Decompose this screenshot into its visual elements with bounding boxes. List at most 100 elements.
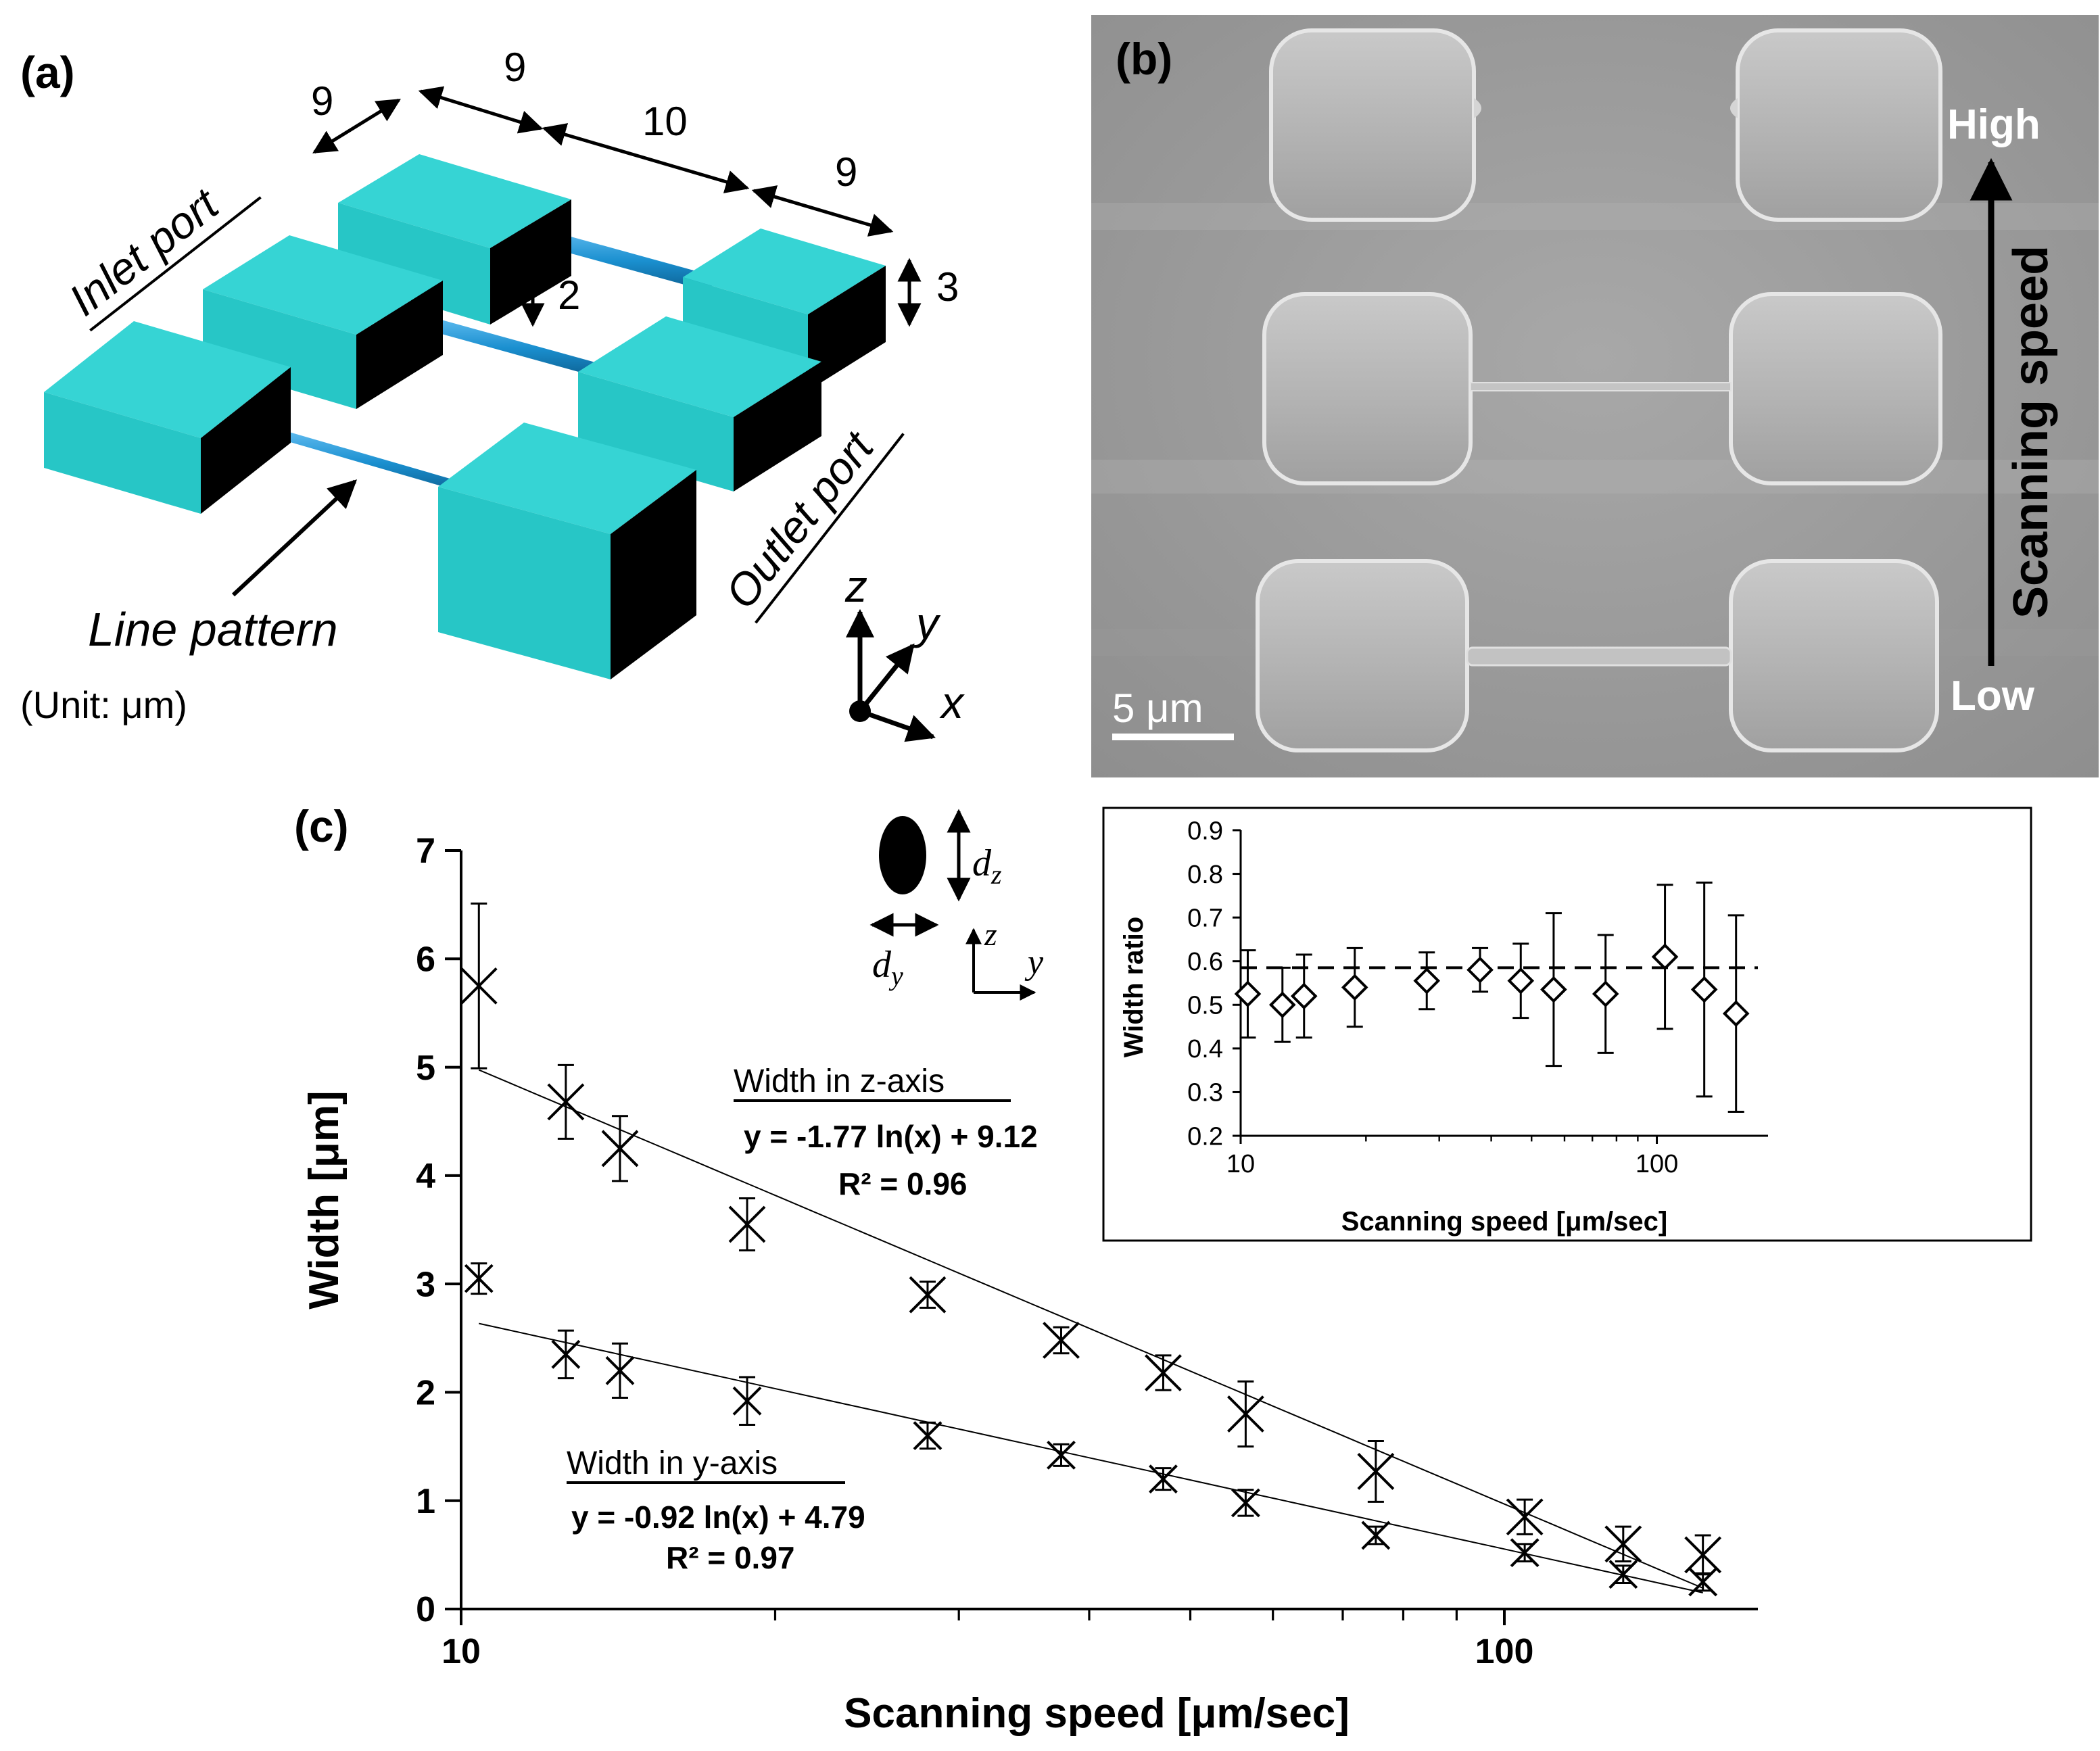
- y-width-point: [1608, 1560, 1638, 1589]
- ratio-point: [1690, 881, 1718, 1098]
- speed-high-label: High: [1947, 101, 2041, 148]
- diamond-marker: [1466, 956, 1494, 984]
- cross-section-ellipse: [879, 816, 926, 894]
- x-marker-b: [605, 1356, 635, 1385]
- dim-label-4: 9: [835, 149, 857, 195]
- ratio-point: [1234, 949, 1262, 1039]
- axis-y-label: y: [913, 598, 941, 648]
- x-marker-b: [1608, 1560, 1638, 1589]
- y-width-point: [551, 1329, 581, 1380]
- x-marker-b: [1231, 1488, 1260, 1518]
- y-tick-label: 0.7: [1187, 904, 1223, 932]
- ratio-point: [1466, 946, 1494, 993]
- main-y-axis-label: Width [μm]: [301, 1090, 348, 1309]
- x-tick-label: 10: [1226, 1150, 1255, 1178]
- panel-b-label: (b): [1116, 34, 1172, 84]
- z-width-point: [460, 903, 498, 1070]
- panel-c-label: (c): [294, 801, 349, 851]
- diamond-marker: [1268, 991, 1296, 1019]
- x-marker-b: [1149, 1464, 1178, 1494]
- y-tick-label: 0.3: [1187, 1079, 1223, 1107]
- y-fit-annotation: Width in y-axis y = -0.92 ln(x) + 4.79 R…: [567, 1445, 865, 1575]
- legend-axis-y: y: [1024, 943, 1044, 982]
- inset-y-axis-label: Width ratio: [1119, 917, 1149, 1058]
- legend-dz-sub: z: [991, 859, 1002, 890]
- y-width-point: [464, 1262, 494, 1295]
- y-width-point: [1047, 1440, 1076, 1470]
- ratio-point: [1540, 912, 1567, 1068]
- y-tick-label: 0.6: [1187, 948, 1223, 976]
- y-width-point: [732, 1376, 762, 1426]
- x-marker-b: [1357, 1453, 1395, 1490]
- ratio-point: [1290, 953, 1318, 1039]
- diamond-marker: [1540, 976, 1567, 1003]
- ratio-point: [1722, 914, 1750, 1113]
- x-marker-b: [1510, 1538, 1540, 1568]
- outlet-block-front: [438, 423, 696, 679]
- y-width-point: [913, 1421, 942, 1450]
- x-tick-label: 100: [1475, 1632, 1534, 1671]
- x-marker-b: [1688, 1567, 1718, 1597]
- inset-chart-marks: [1234, 881, 1758, 1113]
- svg-text:dz: dz: [972, 842, 1002, 890]
- y-fit-equation: y = -0.92 ln(x) + 4.79: [571, 1500, 865, 1535]
- z-width-point: [547, 1063, 585, 1140]
- dim-label-height: 3: [936, 264, 959, 310]
- z-width-point: [1684, 1534, 1722, 1576]
- y-tick-label: 4: [416, 1157, 435, 1196]
- dim-label-line: 2: [558, 272, 580, 318]
- x-marker-b: [464, 1264, 494, 1293]
- main-chart-marks: [460, 903, 1722, 1597]
- sem-line-low: [1466, 646, 1732, 667]
- z-width-point: [1226, 1380, 1264, 1448]
- ratio-point: [1341, 946, 1368, 1028]
- y-width-point: [1149, 1464, 1178, 1494]
- x-marker-b: [460, 967, 498, 1005]
- y-width-point: [1510, 1538, 1540, 1568]
- y-fit-r2: R² = 0.97: [666, 1540, 795, 1575]
- z-fit-r2: R² = 0.96: [838, 1166, 968, 1201]
- y-tick-label: 5: [416, 1049, 435, 1088]
- x-marker-b: [1604, 1525, 1642, 1563]
- y-width-point: [1688, 1567, 1718, 1597]
- y-width-point: [1231, 1488, 1260, 1518]
- x-marker-b: [909, 1276, 947, 1314]
- main-chart-axes: [460, 850, 1758, 1610]
- rod-front: [232, 416, 473, 495]
- panel-a: (a): [20, 45, 965, 742]
- y-tick-label: 0.4: [1187, 1035, 1223, 1063]
- unit-label: (Unit: μm): [20, 683, 187, 726]
- diamond-marker: [1690, 976, 1718, 1003]
- panel-a-label: (a): [20, 47, 75, 97]
- dim-label-2: 9: [504, 45, 526, 90]
- diamond-marker: [1341, 974, 1368, 1001]
- inset-frame: [1102, 807, 2032, 1242]
- z-fit-annotation: Width in z-axis y = -1.77 ln(x) + 9.12 R…: [734, 1063, 1038, 1201]
- x-tick-label: 100: [1636, 1150, 1678, 1178]
- sem-line-middle: [1470, 382, 1732, 391]
- y-tick-label: 2: [416, 1374, 435, 1413]
- dim-label-1: 9: [311, 78, 333, 124]
- y-tick-label: 6: [416, 940, 435, 979]
- diamond-marker: [1507, 967, 1535, 994]
- diamond-marker: [1592, 980, 1619, 1007]
- x-marker-b: [913, 1421, 942, 1450]
- axis-triad: z y x: [844, 561, 965, 742]
- main-x-axis-label: Scanning speed [μm/sec]: [844, 1690, 1350, 1737]
- z-fit-title: Width in z-axis: [734, 1063, 945, 1099]
- x-marker-b: [1684, 1536, 1722, 1574]
- x-marker-b: [1043, 1322, 1080, 1359]
- line-pattern-arrow: [231, 479, 358, 597]
- y-width-point: [605, 1342, 635, 1399]
- ratio-point: [1413, 951, 1441, 1011]
- x-marker-b: [601, 1130, 639, 1168]
- scale-bar-label: 5 μm: [1112, 686, 1203, 731]
- dimension-arrows: [312, 86, 922, 327]
- legend-dy: d: [872, 944, 892, 986]
- panel-b-sem-image: (b) High Low Scanning speed 5 μm: [1091, 15, 2099, 777]
